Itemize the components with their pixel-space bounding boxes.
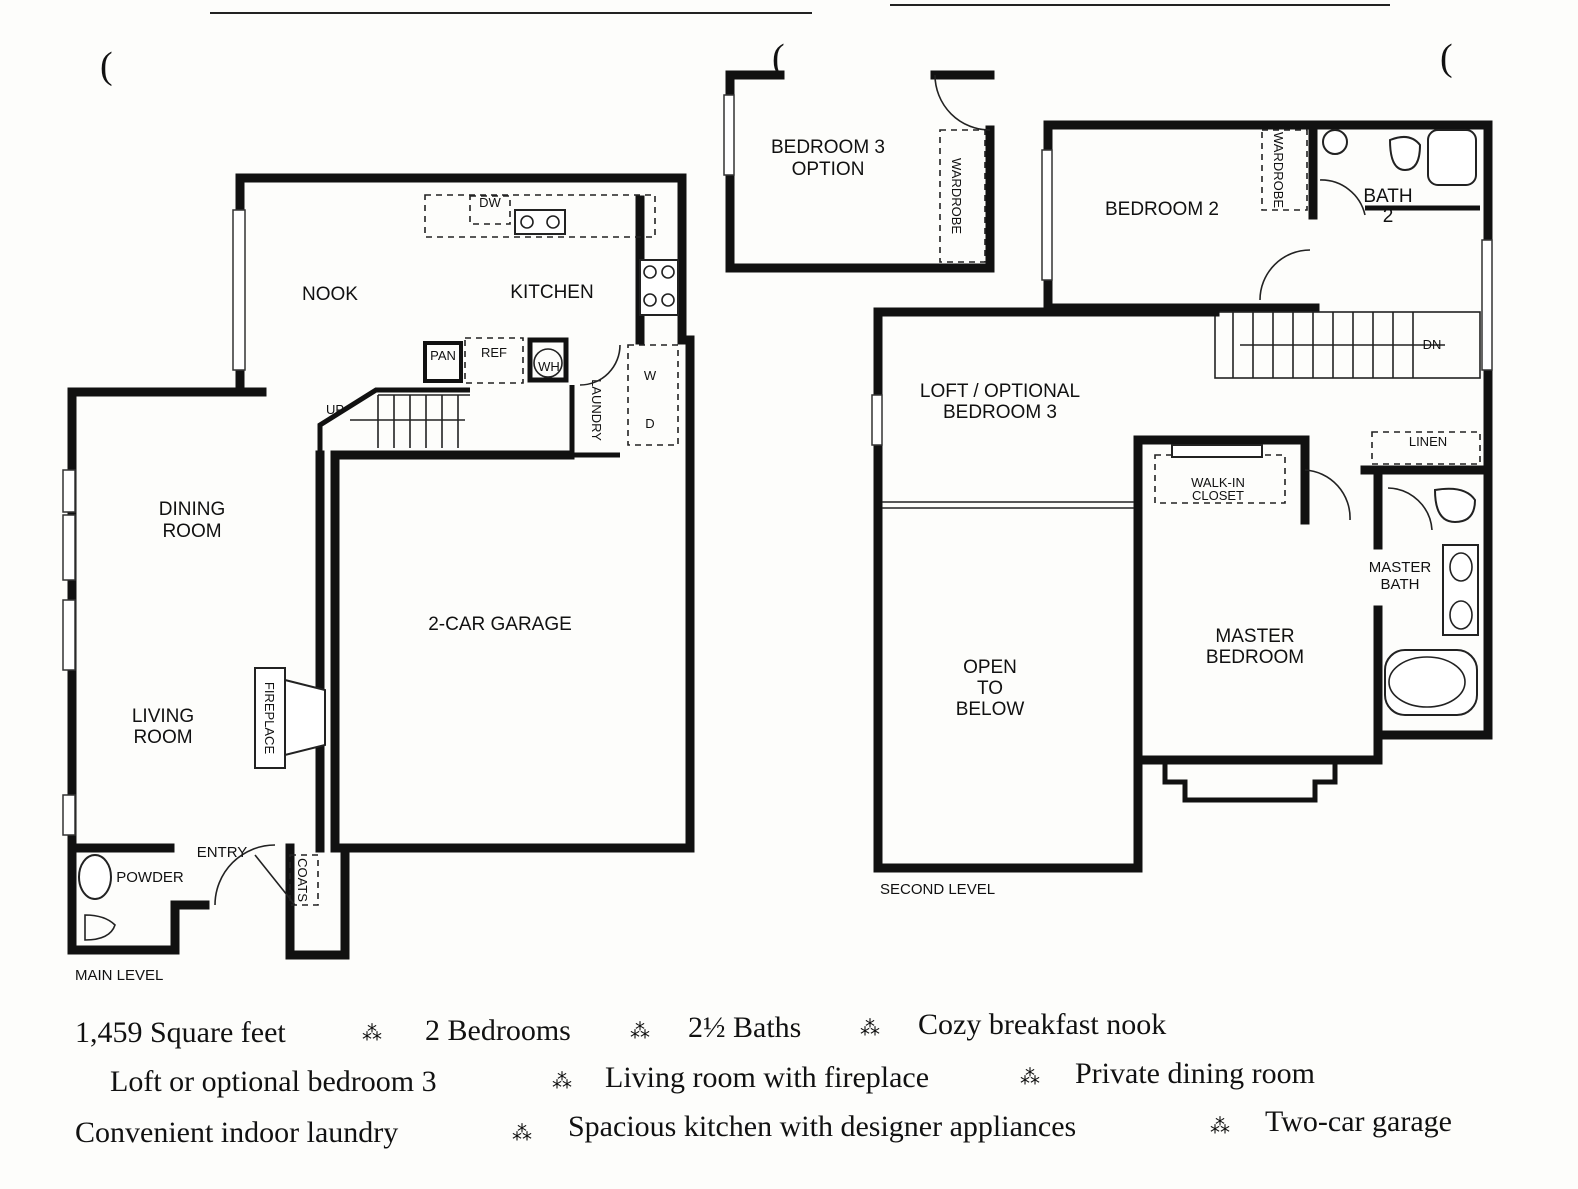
feature-square-feet: 1,459 Square feet xyxy=(75,1016,286,1049)
feature-bedrooms: 2 Bedrooms xyxy=(425,1014,571,1047)
washer-label: W xyxy=(644,368,657,383)
walkin-closet-label-1: WALK-IN xyxy=(1191,475,1245,490)
feature-laundry: Convenient indoor laundry xyxy=(75,1116,398,1149)
open-to-below-label-3: BELOW xyxy=(956,699,1025,720)
fireplace-label: FIREPLACE xyxy=(262,682,277,755)
feature-baths: 2½ Baths xyxy=(688,1011,801,1044)
binder-mark-right: ( xyxy=(1440,37,1453,79)
separator-icon: ⁂ xyxy=(630,1019,650,1043)
feature-garage: Two-car garage xyxy=(1265,1105,1452,1138)
bedroom2-label: BEDROOM 2 xyxy=(1105,199,1219,220)
nook-label: NOOK xyxy=(302,284,358,305)
master-bedroom-label-1: MASTER xyxy=(1215,626,1294,647)
entry-label: ENTRY xyxy=(197,844,248,861)
dining-room-label-2: ROOM xyxy=(162,521,221,542)
separator-icon: ⁂ xyxy=(362,1021,382,1045)
feature-list: 1,459 Square feet ⁂ 2 Bedrooms ⁂ 2½ Bath… xyxy=(75,1008,1452,1149)
powder-label: POWDER xyxy=(116,869,184,886)
separator-icon: ⁂ xyxy=(1020,1065,1040,1089)
bath2-label-1: BATH xyxy=(1363,186,1412,207)
pantry-label: PAN xyxy=(430,348,456,363)
separator-icon: ⁂ xyxy=(552,1069,572,1093)
master-bath-label-2: BATH xyxy=(1381,576,1420,593)
feature-living-room: Living room with fireplace xyxy=(605,1061,929,1094)
loft-label-2: BEDROOM 3 xyxy=(943,402,1057,423)
kitchen-label: KITCHEN xyxy=(510,282,593,303)
walkin-closet-label-2: CLOSET xyxy=(1192,488,1244,503)
living-room-label-1: LIVING xyxy=(132,706,194,727)
master-bath-label-1: MASTER xyxy=(1369,559,1432,576)
feature-breakfast-nook: Cozy breakfast nook xyxy=(918,1008,1166,1041)
main-level-plan: DW PAN REF WH W D LAUNDRY UP xyxy=(62,173,695,984)
separator-icon: ⁂ xyxy=(1210,1114,1230,1138)
binder-mark-middle: ( xyxy=(772,37,785,79)
feature-kitchen: Spacious kitchen with designer appliance… xyxy=(568,1110,1076,1143)
loft-label-1: LOFT / OPTIONAL xyxy=(920,381,1080,402)
open-to-below-label-1: OPEN xyxy=(963,657,1017,678)
bath2-label-2: 2 xyxy=(1383,206,1394,227)
dishwasher-label: DW xyxy=(479,195,501,210)
garage-label: 2-CAR GARAGE xyxy=(428,614,572,635)
stairs-down-label: DN xyxy=(1423,337,1442,352)
feature-loft: Loft or optional bedroom 3 xyxy=(110,1065,437,1098)
second-level-plan: WARDROBE BEDROOM 3 OPTION WARDROBE BEDRO… xyxy=(723,70,1493,898)
bedroom3-option-label-2: OPTION xyxy=(792,159,865,180)
refrigerator-label: REF xyxy=(481,345,507,360)
feature-dining-room: Private dining room xyxy=(1075,1057,1315,1090)
wardrobe-label-b: WARDROBE xyxy=(1271,132,1286,208)
second-level-label: SECOND LEVEL xyxy=(880,881,995,898)
master-bedroom-label-2: BEDROOM xyxy=(1206,647,1304,668)
open-to-below-label-2: TO xyxy=(977,678,1003,699)
dining-room-label-1: DINING xyxy=(159,499,226,520)
coats-label: COATS xyxy=(295,858,310,902)
separator-icon: ⁂ xyxy=(512,1121,532,1145)
binder-mark-left: ( xyxy=(100,45,113,87)
laundry-label: LAUNDRY xyxy=(589,379,604,441)
dryer-label: D xyxy=(645,416,654,431)
separator-icon: ⁂ xyxy=(860,1016,880,1040)
living-room-label-2: ROOM xyxy=(133,727,192,748)
bedroom3-option-label-1: BEDROOM 3 xyxy=(771,137,885,158)
stairs-up-label: UP xyxy=(326,402,344,417)
wardrobe-label-a: WARDROBE xyxy=(949,158,964,234)
main-level-label: MAIN LEVEL xyxy=(75,967,163,984)
water-heater-label: WH xyxy=(538,359,560,374)
linen-label: LINEN xyxy=(1409,434,1447,449)
